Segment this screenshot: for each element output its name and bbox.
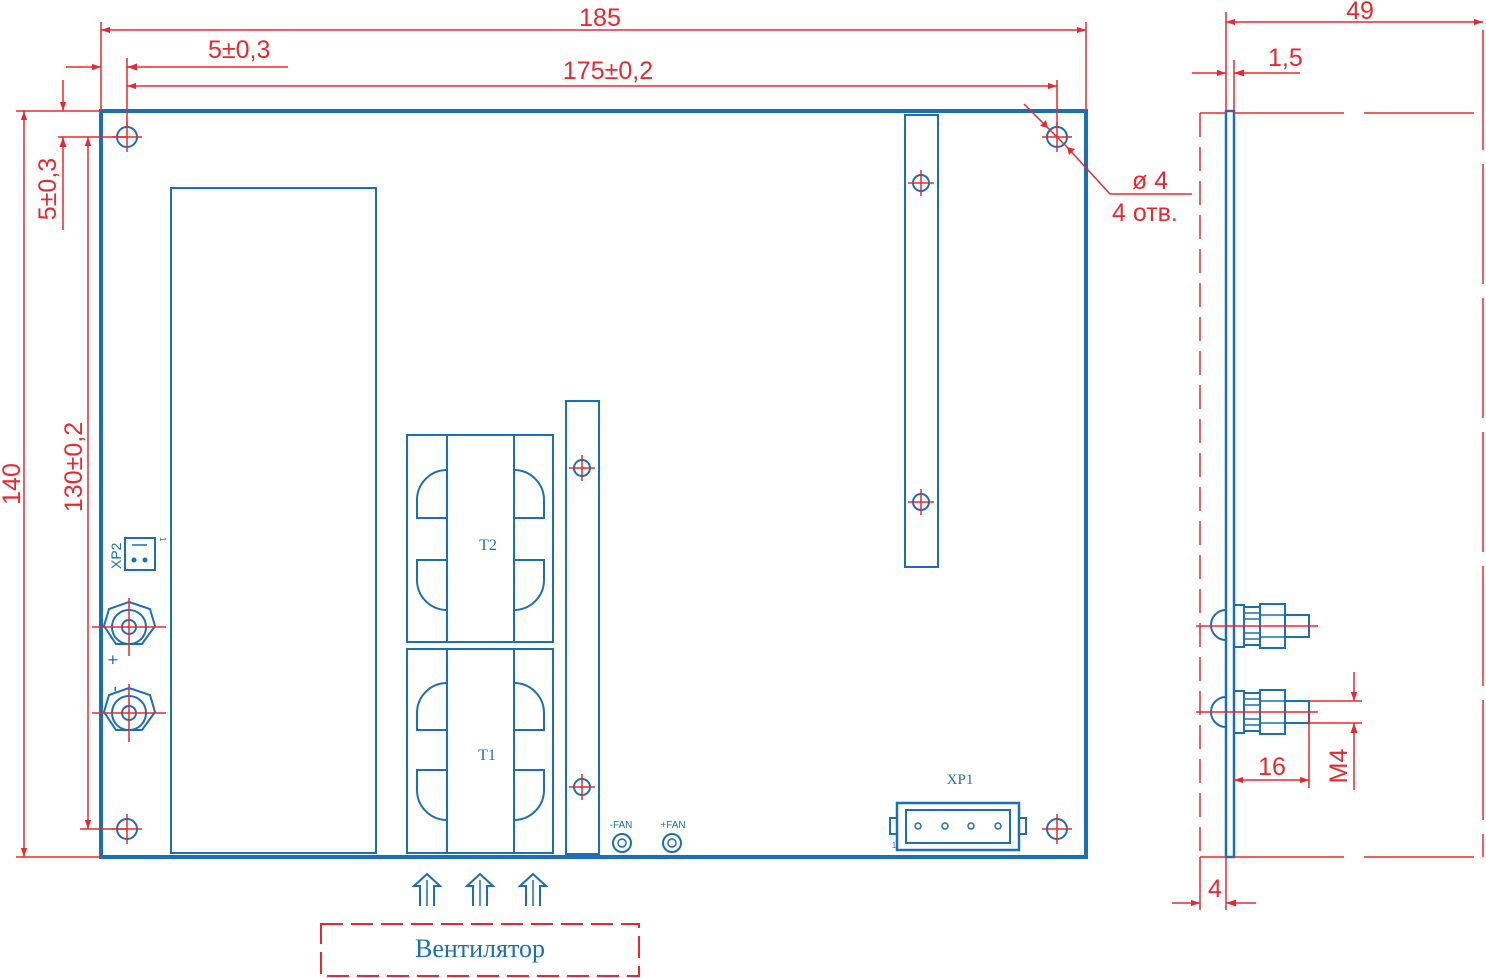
terminal-plus: +: [92, 598, 166, 665]
dim-standoff: 4: [1208, 875, 1222, 903]
heatsink-bar-lower: [565, 400, 600, 855]
transformer-t2-label: T2: [479, 537, 497, 554]
dim-hole-offset-y: 5±0,3: [34, 158, 62, 220]
front-view: T2 T1: [92, 109, 1088, 859]
side-board: [1224, 109, 1236, 859]
heatsink-bar-upper: [904, 114, 939, 568]
dim-hole-count: 4 отв.: [1112, 199, 1178, 227]
dim-board-thickness: 1,5: [1268, 44, 1303, 72]
transformer-t2: T2: [406, 434, 554, 643]
fan-pads: -FAN +FAN: [610, 820, 686, 853]
board-outline: [99, 109, 1088, 859]
airflow-arrow: [464, 872, 496, 906]
dim-overall-height: 140: [0, 463, 26, 505]
side-view: [1196, 30, 1485, 859]
fan-box-label: Вентилятор: [415, 934, 545, 963]
dim-side-depth: 49: [1346, 0, 1374, 25]
connector-xp2: XP2 1: [108, 537, 167, 571]
heatsink-screws: [569, 170, 934, 800]
connector-xp1-pin: 1: [892, 841, 897, 850]
connector-xp2-pin: 1: [158, 537, 167, 542]
stud-upper: [1196, 603, 1318, 649]
dimensions-side: 49 1,5 16 M4 4: [1172, 0, 1483, 910]
connector-xp2-label: XP2: [108, 542, 124, 569]
mounting-holes: [112, 122, 1072, 844]
dim-overall-width: 185: [579, 4, 621, 32]
stud-lower: [1196, 689, 1318, 735]
dim-stud-length: 16: [1258, 753, 1286, 781]
dimensions-front: 185 5±0,3 175±0,2 140 5±0,3 130±0,2 ø 4: [0, 4, 1192, 858]
airflow-arrows: [411, 872, 549, 906]
airflow-arrow: [517, 872, 549, 906]
airflow-arrow: [411, 872, 443, 906]
component-block: [170, 187, 377, 854]
connector-xp1: XP1 1: [889, 772, 1027, 852]
connector-xp1-label: XP1: [947, 772, 974, 788]
terminal-minus-label: -: [104, 686, 124, 692]
dim-hole-diameter: ø 4: [1132, 167, 1168, 195]
dim-hole-offset-x: 5±0,3: [208, 36, 270, 64]
dim-hole-pitch-x: 175±0,2: [563, 57, 653, 85]
terminal-minus: -: [92, 684, 166, 742]
transformer-t1: T1: [406, 648, 554, 854]
dim-thread: M4: [1325, 749, 1353, 784]
dim-hole-pitch-y: 130±0,2: [60, 422, 88, 512]
fan-minus-label: -FAN: [610, 820, 633, 831]
fan-plus-label: +FAN: [660, 820, 685, 831]
transformer-t1-label: T1: [478, 747, 496, 764]
terminal-plus-label: +: [103, 654, 123, 665]
mounting-hole: [1042, 814, 1072, 844]
fan-box: Вентилятор: [320, 923, 640, 977]
